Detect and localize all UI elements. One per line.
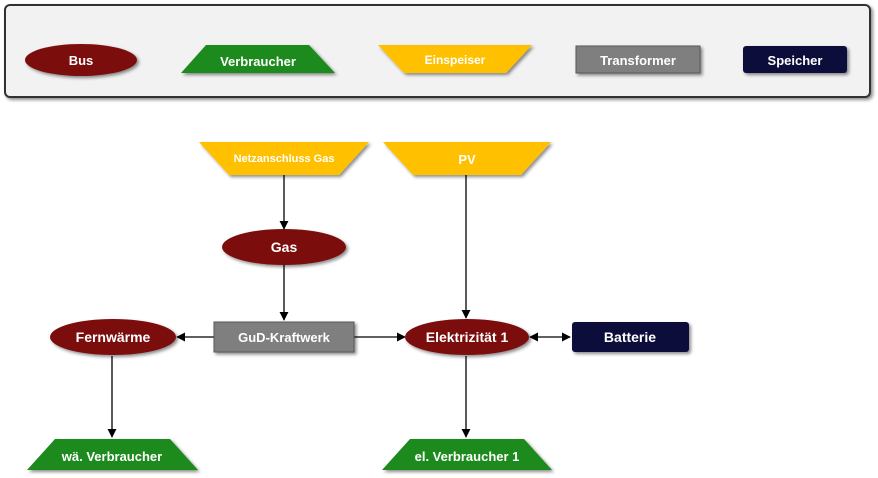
legend-speicher: Speicher [743,46,847,73]
legend-speicher-label: Speicher [768,53,823,68]
node-gud-kraftwerk-label: GuD-Kraftwerk [238,330,331,345]
legend-bus-label: Bus [69,53,94,68]
legend-verbraucher-label: Verbraucher [220,54,296,69]
node-elektrizitaet-1: Elektrizität 1 [405,319,529,355]
node-fernwaerme: Fernwärme [50,319,176,355]
node-pv-label: PV [458,152,476,167]
node-fernwaerme-label: Fernwärme [76,329,151,345]
legend-einspeiser: Einspeiser [378,45,532,73]
legend-transformer-label: Transformer [600,53,676,68]
node-elektrizitaet-1-label: Elektrizität 1 [426,329,509,345]
node-batterie: Batterie [572,322,689,352]
legend-transformer: Transformer [575,45,701,74]
node-batterie-label: Batterie [604,329,656,345]
connectors [107,175,571,438]
legend-bus: Bus [25,44,137,76]
node-netzanschluss-gas-label: Netzanschluss Gas [234,153,335,165]
node-gas: Gas [222,229,346,265]
node-gas-label: Gas [271,239,298,255]
node-el-verbraucher-1-label: el. Verbraucher 1 [415,449,520,464]
legend-einspeiser-label: Einspeiser [425,53,486,67]
node-netzanschluss-gas: Netzanschluss Gas [199,142,369,175]
legend-verbraucher: Verbraucher [181,45,335,73]
node-wae-verbraucher: wä. Verbraucher [27,439,198,470]
node-wae-verbraucher-label: wä. Verbraucher [61,449,162,464]
node-gud-kraftwerk: GuD-Kraftwerk [213,321,355,353]
legend-box: Bus Verbraucher Einspeiser Transformer S… [4,4,871,98]
node-el-verbraucher-1: el. Verbraucher 1 [382,439,552,470]
node-pv: PV [383,142,551,175]
